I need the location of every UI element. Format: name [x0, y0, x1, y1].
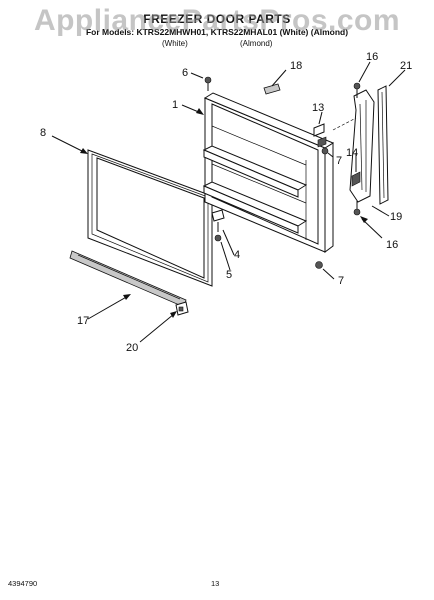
part-16-screw-bottom — [353, 201, 361, 216]
callout-17: 17 — [77, 315, 89, 327]
part-7-bushing-bottom — [315, 261, 323, 269]
part-7-bushing-top — [321, 147, 329, 155]
part-20-end-cap — [175, 301, 189, 316]
part-4-door-stop — [211, 209, 225, 232]
callout-16-bottom: 16 — [386, 239, 398, 251]
callout-7-top: 7 — [336, 155, 342, 167]
leader-lines — [51, 61, 406, 343]
model-numbers: For Models: KTRS22MHWH01, KTRS22MHAL01 (… — [85, 27, 349, 37]
part-16-screw-top — [353, 82, 361, 98]
callout-5: 5 — [226, 269, 232, 281]
part-21-handle-trim — [377, 85, 389, 205]
color-note-white: (White) — [162, 39, 188, 48]
part-8-door-gasket — [87, 149, 213, 287]
part-5-screw — [214, 234, 222, 242]
callout-14: 14 — [346, 147, 358, 159]
callout-16-top: 16 — [366, 51, 378, 63]
callout-1: 1 — [172, 99, 178, 111]
callout-18: 18 — [290, 60, 302, 72]
callout-20: 20 — [126, 342, 138, 354]
part-18-plug — [263, 83, 281, 95]
page-title: FREEZER DOOR PARTS — [143, 12, 291, 26]
callout-4: 4 — [234, 249, 240, 261]
part-6-screw — [204, 76, 212, 91]
callout-13: 13 — [312, 102, 324, 114]
callout-labels: 1 4 5 6 7 7 8 13 14 16 16 17 18 19 20 21 — [40, 51, 412, 354]
color-note-almond: (Almond) — [240, 39, 273, 48]
document-number: 4394790 — [8, 579, 38, 588]
part-14-handle-mount — [351, 171, 361, 187]
callout-21: 21 — [400, 60, 412, 72]
part-13-hinge-bracket — [313, 123, 327, 148]
callout-7-bottom: 7 — [338, 275, 344, 287]
callout-8: 8 — [40, 127, 46, 139]
page-number: 13 — [211, 579, 220, 588]
part-1-freezer-door — [202, 92, 335, 253]
callout-19: 19 — [390, 211, 402, 223]
callout-6: 6 — [182, 67, 188, 79]
